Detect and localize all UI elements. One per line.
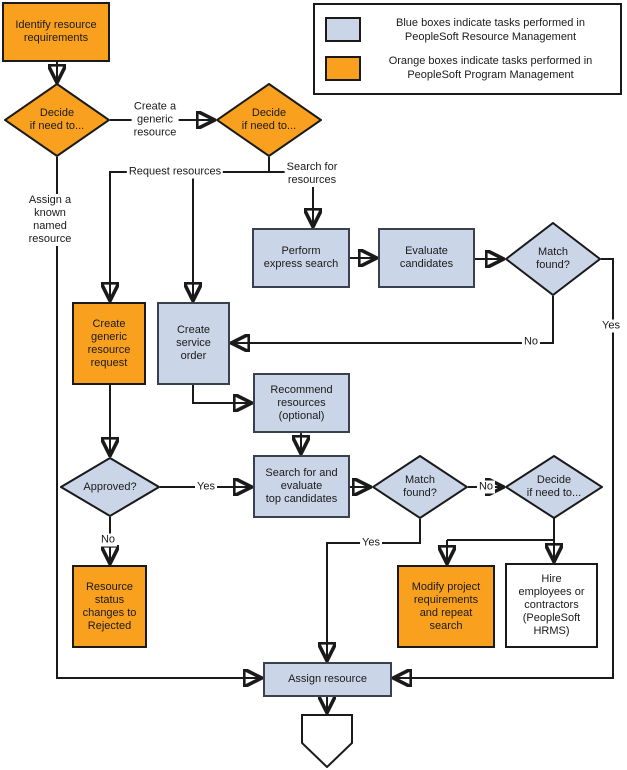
decide-2-label: Decide if need to... [241, 107, 297, 132]
edge-match1-no-to-service-order [233, 296, 554, 343]
match-found-2-label: Match found? [403, 474, 437, 499]
edge-label-yes-approved: Yes [195, 480, 217, 494]
diamond-shape [372, 455, 468, 519]
legend-item-blue: Blue boxes indicate tasks performed in P… [315, 16, 620, 44]
edge-label-yes-match1: Yes [600, 319, 622, 333]
offpage-connector-shape [301, 714, 353, 769]
diamond-shape [4, 83, 110, 157]
diamond-shape [505, 455, 603, 519]
legend-orange-text: Orange boxes indicate tasks performed in… [388, 55, 593, 82]
decide-if-need-to-diamond-3: Decide if need to... [505, 455, 603, 519]
recommend-resources-box: Recommend resources (optional) [253, 373, 350, 433]
approved-diamond: Approved? [60, 457, 160, 517]
legend-item-orange: Orange boxes indicate tasks performed in… [315, 54, 620, 82]
approved-label: Approved? [83, 480, 137, 493]
edge-label-no-match1: No [521, 335, 541, 349]
create-generic-resource-request-box: Create generic resource request [72, 302, 146, 385]
diamond-shape [505, 222, 601, 296]
modify-project-requirements-box: Modify project requirements and repeat s… [397, 565, 495, 648]
decide-if-need-to-diamond-1: Decide if need to... [4, 83, 110, 157]
edge-label-yes-match2: Yes [360, 536, 382, 550]
search-evaluate-top-candidates-box: Search for and evaluate top candidates [253, 455, 350, 518]
assign-resource-box: Assign resource [263, 662, 392, 697]
create-service-order-box: Create service order [157, 302, 230, 385]
decide-3-label: Decide if need to... [526, 474, 582, 499]
legend-blue-text: Blue boxes indicate tasks performed in P… [396, 16, 585, 43]
edge-match1-yes-to-assign-resource [395, 258, 614, 678]
edge-label-request-resources: Request resources [126, 165, 224, 179]
evaluate-candidates-box: Evaluate candidates [378, 228, 475, 288]
match-found-diamond-1: Match found? [505, 222, 601, 296]
diamond-shape [60, 457, 160, 517]
edge-label-search-for-resources: Search for resources [284, 161, 340, 187]
decide-if-need-to-diamond-2: Decide if need to... [216, 83, 322, 157]
resource-status-rejected-box: Resource status changes to Rejected [72, 565, 147, 648]
match-found-diamond-2: Match found? [372, 455, 468, 519]
offpage-connector [301, 714, 353, 769]
perform-express-search-box: Perform express search [252, 228, 350, 288]
edge-service-order-to-recommend [192, 385, 250, 403]
legend: Blue boxes indicate tasks performed in P… [313, 3, 622, 95]
decide-1-label: Decide if need to... [29, 107, 85, 132]
blue-swatch [325, 17, 361, 43]
match-found-1-label: Match found? [536, 246, 570, 271]
edge-label-create-generic-resource: Create a generic resource [131, 100, 179, 140]
orange-swatch [325, 55, 361, 81]
edge-label-no-match2: No [476, 480, 496, 494]
edge-decide1-to-assign-resource [56, 157, 260, 678]
edge-label-assign-known-named-resource: Assign a known named resource [26, 194, 74, 246]
diamond-shape [216, 83, 322, 157]
identify-resource-requirements-box: Identify resource requirements [2, 2, 110, 62]
edge-label-no-approved: No [98, 533, 118, 547]
hire-employees-contractors-box: Hire employees or contractors (PeopleSof… [505, 563, 598, 648]
